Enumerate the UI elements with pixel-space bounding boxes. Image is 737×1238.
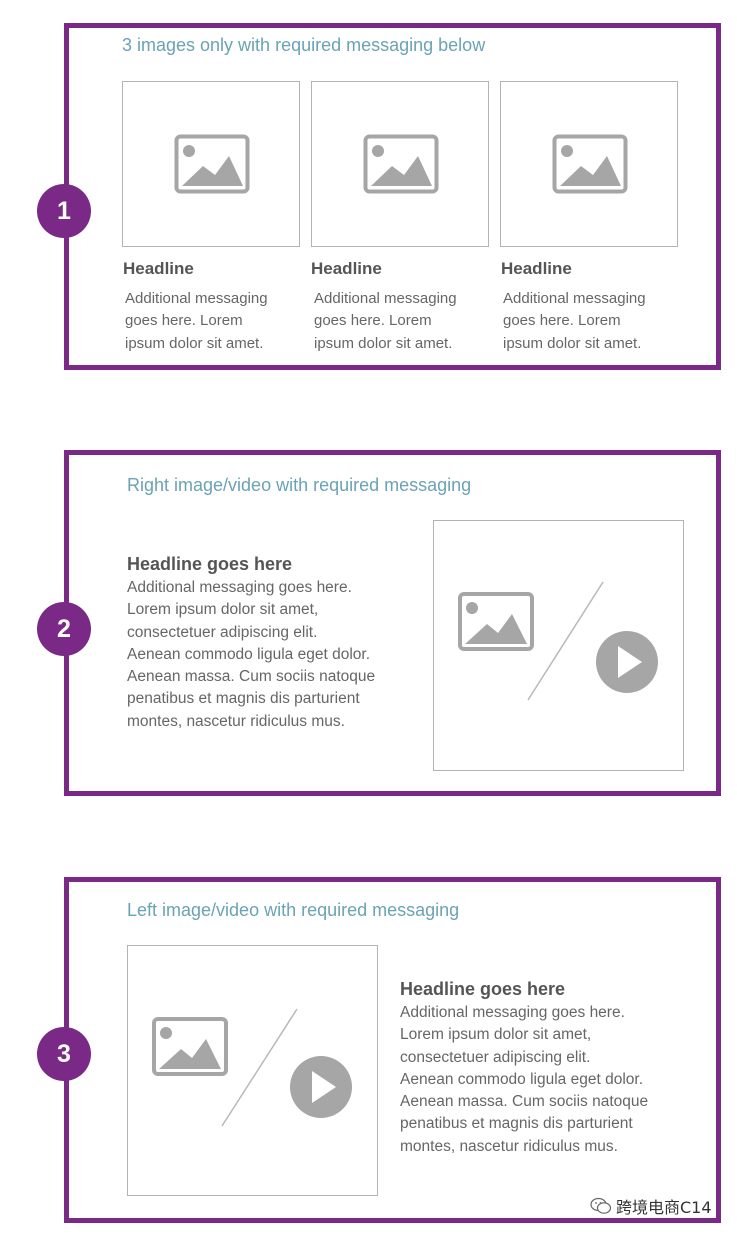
- panel-1-title: 3 images only with required messaging be…: [122, 35, 486, 55]
- panel-2-headline: Headline goes here: [127, 554, 293, 574]
- image-icon: [174, 134, 250, 194]
- panel-2-title: Right image/video with required messagin…: [127, 475, 472, 495]
- wechat-icon: [590, 1197, 612, 1214]
- panel-3-media-placeholder: [127, 945, 378, 1196]
- watermark: 跨境电商C14: [590, 1194, 712, 1218]
- watermark-text: 跨境电商C14: [616, 1198, 712, 1217]
- play-icon: [290, 1056, 352, 1118]
- card-1-body: Additional messaging goes here. Lorem ip…: [125, 290, 268, 352]
- card-2-body: Additional messaging goes here. Lorem ip…: [314, 290, 457, 352]
- step-badge-1: 1: [37, 184, 91, 238]
- panel-2-body: Additional messaging goes here. Lorem ip…: [127, 579, 376, 730]
- image-icon: [458, 592, 534, 651]
- play-icon: [596, 631, 658, 693]
- card-3-body: Additional messaging goes here. Lorem ip…: [503, 290, 646, 352]
- panel-3-body: Additional messaging goes here. Lorem ip…: [400, 1004, 649, 1155]
- card-3-headline: Headline: [501, 259, 572, 278]
- step-badge-2: 2: [37, 602, 91, 656]
- card-1-image-placeholder: [122, 81, 300, 247]
- card-2-image-placeholder: [311, 81, 489, 247]
- panel-2-media-placeholder: [433, 520, 684, 771]
- image-icon: [363, 134, 439, 194]
- image-icon: [552, 134, 628, 194]
- panel-3-title: Left image/video with required messaging: [127, 900, 460, 920]
- card-3-image-placeholder: [500, 81, 678, 247]
- card-2-headline: Headline: [311, 259, 382, 278]
- image-icon: [152, 1017, 228, 1076]
- step-badge-3: 3: [37, 1027, 91, 1081]
- card-1-headline: Headline: [123, 259, 194, 278]
- panel-3-headline: Headline goes here: [400, 979, 566, 999]
